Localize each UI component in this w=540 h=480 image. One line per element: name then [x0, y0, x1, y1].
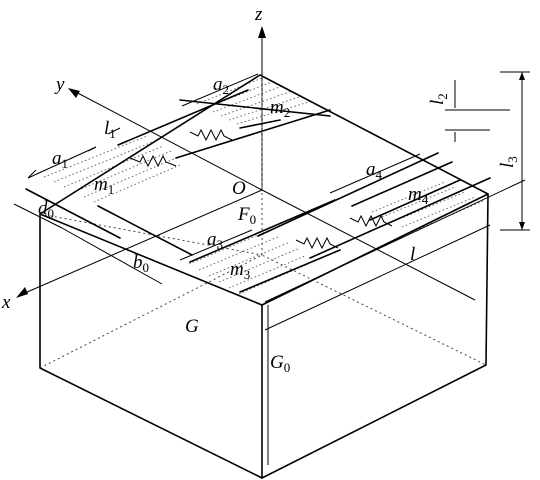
- x-axis: [17, 189, 263, 297]
- extension-line-right: [261, 189, 476, 301]
- z-axis-arrow-icon: [258, 26, 266, 38]
- springs: [129, 128, 393, 250]
- spring-1: [129, 154, 177, 168]
- top-strips: [25, 89, 491, 293]
- mass-regions: [43, 77, 484, 295]
- label-b0: b0: [133, 252, 149, 275]
- label-m1: m1: [94, 174, 114, 197]
- mass-m1-region: [43, 135, 181, 203]
- label-a3: a3: [207, 229, 223, 252]
- label-G0: G0: [270, 352, 290, 375]
- label-F0: F0: [237, 204, 256, 227]
- label-d0: d0: [38, 198, 54, 221]
- dimension-lines: [13, 71, 530, 331]
- spring-3: [295, 236, 339, 250]
- label-origin: O: [232, 178, 246, 199]
- axes: [16, 26, 476, 465]
- label-z: z: [254, 4, 263, 25]
- label-l3: l3: [497, 156, 520, 168]
- right-front-face: [261, 193, 489, 479]
- label-y: y: [54, 74, 65, 95]
- labels: z y x O a1 a2 a3 a4 l1 l2 l3 m1 m2 m3 m4…: [1, 4, 520, 375]
- label-a2: a2: [213, 74, 229, 97]
- y-axis: [71, 89, 263, 191]
- label-l: l: [410, 244, 415, 265]
- left-front-face: [39, 213, 263, 479]
- spring-4: [349, 214, 393, 228]
- label-G: G: [185, 316, 199, 337]
- box-body: [39, 74, 489, 479]
- label-l2: l2: [427, 93, 450, 105]
- label-a1: a1: [52, 148, 68, 171]
- y-axis-arrow-icon: [68, 88, 80, 98]
- spring-2: [189, 128, 233, 142]
- hidden-bottom-edge: [39, 254, 487, 369]
- label-m2: m2: [270, 97, 290, 120]
- mass-m2-region: [196, 77, 313, 125]
- x-axis-arrow-icon: [16, 287, 28, 298]
- label-x: x: [1, 292, 11, 313]
- label-m4: m4: [408, 184, 429, 207]
- mass-m3-region: [188, 229, 309, 295]
- label-l1: l1: [104, 118, 116, 141]
- label-m3: m3: [230, 259, 250, 282]
- label-a4: a4: [366, 159, 383, 182]
